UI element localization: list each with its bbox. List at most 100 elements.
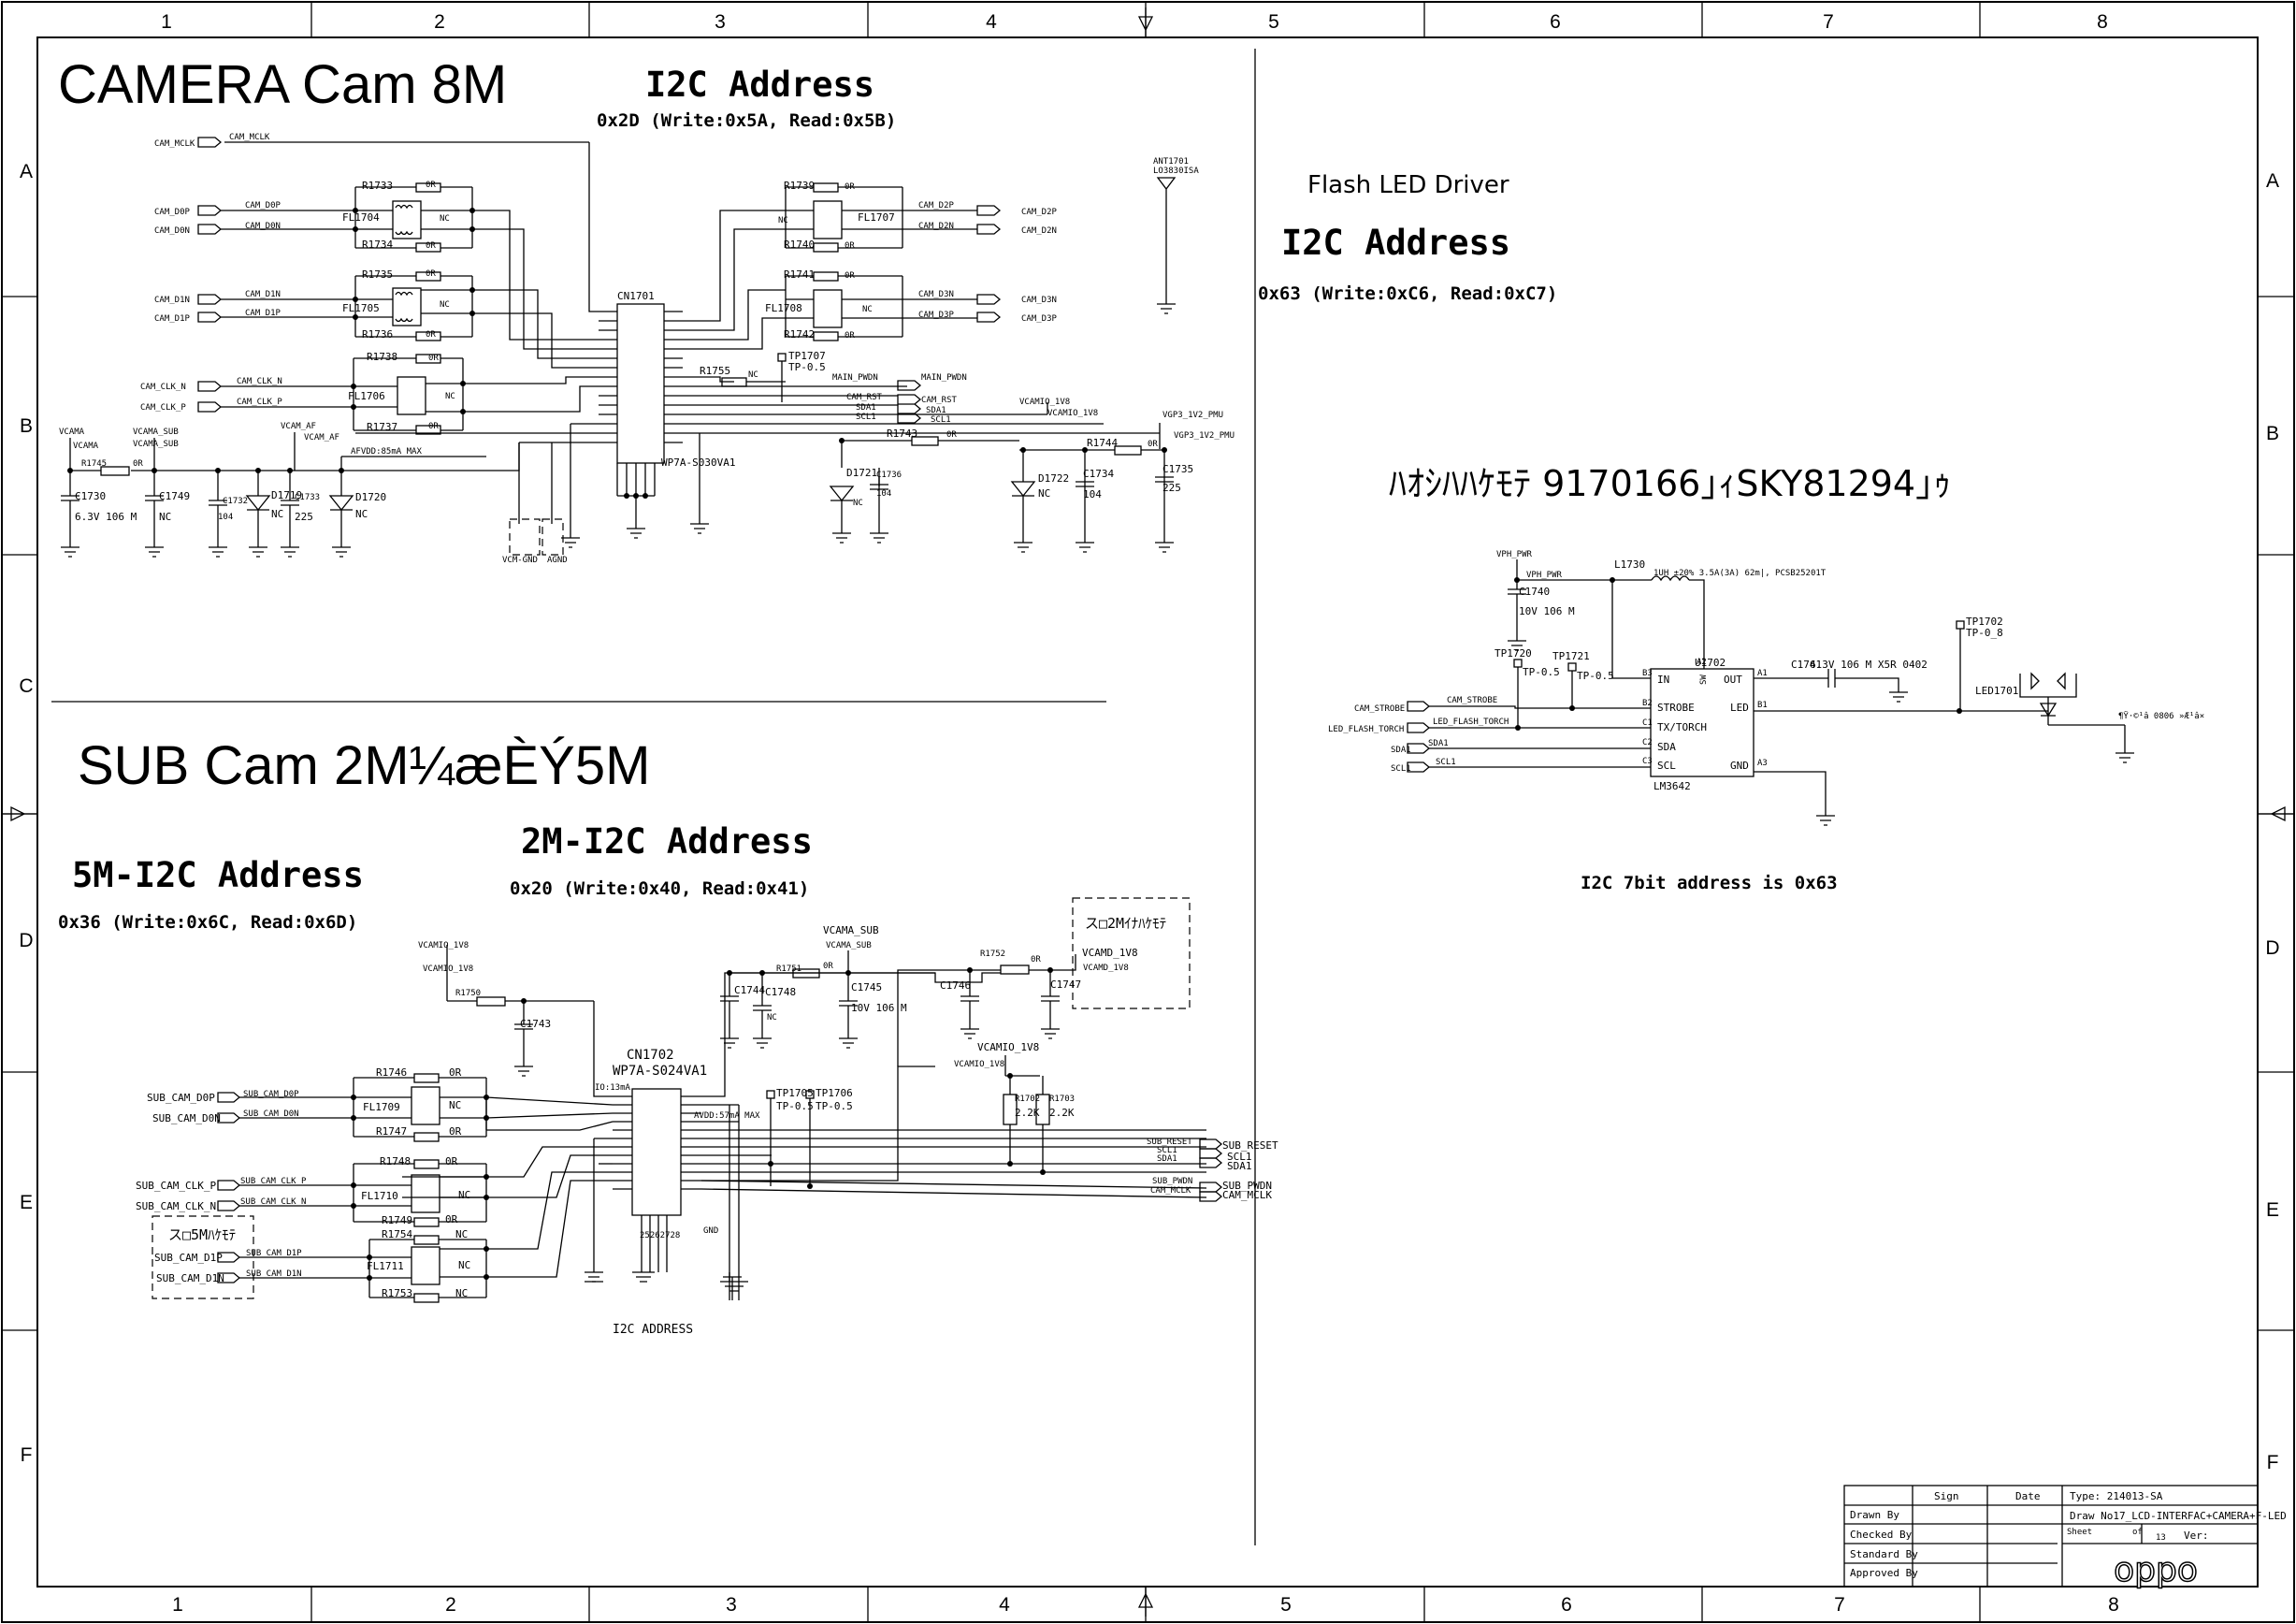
cn1702-part: WP7A-S024VA1: [613, 1064, 707, 1079]
col-label-3: 3: [715, 11, 726, 33]
flash-led-section: Flash LED Driver I2C Address 0x63 (Write…: [1258, 171, 2204, 893]
svg-text:0R: 0R: [946, 430, 957, 440]
camera-i2c-value: 0x2D (Write:0x5A, Read:0x5B): [597, 110, 896, 131]
svg-text:0R: 0R: [426, 269, 436, 279]
svg-text:¶Ÿ·©¹â 0806 »Æ¹â×: ¶Ÿ·©¹â 0806 »Æ¹â×: [2118, 711, 2204, 721]
svg-text:0R: 0R: [845, 241, 855, 251]
svg-text:LED1701: LED1701: [1975, 685, 2018, 697]
sub-i2c-address-label: I2C ADDRESS: [613, 1323, 693, 1337]
svg-text:CAM_D3N: CAM_D3N: [918, 290, 954, 299]
svg-text:1UH ±20% 3.5A(3A) 62m|, PCSB2: 1UH ±20% 3.5A(3A) 62m|, PCSB25201T: [1653, 569, 1827, 578]
svg-text:LED: LED: [1730, 702, 1749, 714]
svg-text:R1750: R1750: [455, 989, 481, 998]
col-label-2: 2: [434, 11, 445, 33]
svg-text:FL1704: FL1704: [342, 211, 380, 224]
col-label-2-bottom: 2: [445, 1594, 456, 1616]
svg-text:NC: NC: [458, 1189, 470, 1201]
svg-text:SUB_CAM_CLK_P: SUB_CAM_CLK_P: [136, 1180, 216, 1192]
svg-text:R1703: R1703: [1049, 1095, 1075, 1104]
cn1701-part: WP7A-S030VA1: [661, 457, 735, 469]
svg-text:CAM_STROBE: CAM_STROBE: [1447, 696, 1497, 705]
svg-text:R1748: R1748: [380, 1155, 411, 1167]
svg-text:C1732: C1732: [223, 497, 248, 506]
svg-text:SUB_CAM_CLK_N: SUB_CAM_CLK_N: [240, 1197, 306, 1207]
svg-text:VCAMIO_1V8: VCAMIO_1V8: [1047, 409, 1098, 418]
svg-text:R1749: R1749: [382, 1214, 412, 1226]
svg-text:CAM_D1P: CAM_D1P: [245, 309, 282, 318]
svg-text:25262728: 25262728: [640, 1231, 680, 1240]
svg-text:VCAMA_SUB: VCAMA_SUB: [826, 941, 872, 950]
svg-text:NC: NC: [159, 511, 171, 523]
svg-text:FL1711: FL1711: [367, 1260, 404, 1272]
svg-text:104: 104: [218, 513, 233, 522]
svg-text:C1744: C1744: [734, 984, 765, 996]
svg-text:FL1707: FL1707: [858, 211, 895, 224]
svg-text:GND: GND: [703, 1226, 718, 1236]
svg-text:TP-0.5: TP-0.5: [1577, 670, 1614, 682]
sub-2m-i2c-value: 0x20 (Write:0x40, Read:0x41): [510, 878, 809, 899]
svg-text:Sheet: Sheet: [2067, 1528, 2092, 1537]
svg-text:AFVDD:85mA MAX: AFVDD:85mA MAX: [351, 447, 422, 457]
svg-text:C1733: C1733: [295, 493, 320, 502]
u1702-part: LM3642: [1653, 780, 1691, 792]
svg-text:CAM_CLK_P: CAM_CLK_P: [140, 403, 186, 413]
svg-text:0R: 0R: [449, 1066, 462, 1079]
sub-cam-title: SUB Cam 2M¼æÈÝ5M: [78, 735, 650, 796]
svg-text:SDA1: SDA1: [856, 403, 876, 413]
svg-text:NC: NC: [458, 1259, 470, 1271]
svg-text:R1745: R1745: [81, 459, 107, 469]
svg-text:SUB_CAM_D1N: SUB_CAM_D1N: [156, 1272, 224, 1284]
svg-text:VCAM_AF: VCAM_AF: [281, 422, 316, 431]
row-label-e: E: [20, 1192, 33, 1213]
svg-text:Draw No17_LCD-INTERFAC+CAMERA+: Draw No17_LCD-INTERFAC+CAMERA+F-LED: [2070, 1510, 2287, 1522]
svg-text:MAIN_PWDN: MAIN_PWDN: [921, 373, 967, 383]
sub-2m-i2c-title: 2M-I2C Address: [521, 821, 813, 862]
svg-text:CAM_D0P: CAM_D0P: [154, 208, 191, 217]
flash-i2c-title: I2C Address: [1281, 223, 1510, 263]
svg-text:R1752: R1752: [980, 950, 1005, 959]
svg-text:0R: 0R: [845, 331, 855, 341]
svg-text:CAM_D1P: CAM_D1P: [154, 314, 191, 324]
svg-text:C1743: C1743: [520, 1018, 551, 1030]
svg-text:A3: A3: [1757, 759, 1768, 768]
svg-text:SUB_RESET: SUB_RESET: [1147, 1138, 1192, 1147]
col-label-3-bottom: 3: [726, 1594, 737, 1616]
sub-cam-section: SUB Cam 2M¼æÈÝ5M 5M-I2C Address 0x36 (Wr…: [58, 735, 1278, 1337]
svg-text:R1751: R1751: [776, 964, 801, 974]
svg-text:FL1706: FL1706: [348, 390, 385, 402]
svg-text:SCL1: SCL1: [1157, 1146, 1177, 1155]
fl1707-filter: R1739 R1740 0R 0R FL1707 NC CAM_D2P CAM_…: [778, 180, 1058, 253]
svg-text:CAM_D2P: CAM_D2P: [918, 201, 955, 210]
svg-text:R1753: R1753: [382, 1287, 412, 1299]
row-label-a-right: A: [2266, 170, 2279, 192]
row-label-d: D: [19, 930, 33, 951]
col-label-7-bottom: 7: [1834, 1594, 1845, 1616]
svg-text:C1741: C1741: [1791, 659, 1822, 671]
svg-text:0R: 0R: [845, 182, 855, 192]
row-label-f-right: F: [2267, 1452, 2279, 1473]
svg-text:0R: 0R: [426, 241, 436, 251]
svg-text:0R: 0R: [426, 181, 436, 190]
svg-text:CAM_D0N: CAM_D0N: [154, 226, 190, 236]
svg-text:VGP3_1V2_PMU: VGP3_1V2_PMU: [1162, 411, 1223, 420]
svg-text:VCAMD_1V8: VCAMD_1V8: [1082, 947, 1138, 959]
svg-text:B3: B3: [1642, 669, 1653, 678]
svg-text:NC: NC: [445, 392, 455, 401]
title-block: Sign Date Type: 214013-SA Drawn By Draw …: [1843, 1485, 2287, 1590]
svg-text:10V 106 M: 10V 106 M: [1519, 605, 1575, 617]
svg-text:SCL1: SCL1: [931, 415, 951, 425]
svg-text:B2: B2: [1642, 699, 1653, 708]
camera-8m-section: CAMERA Cam 8M I2C Address 0x2D (Write:0x…: [58, 54, 1235, 565]
svg-text:SW: SW: [1699, 674, 1709, 685]
fl1704-filter: CAM_D0P CAM_D0N CAM_D0P CAM_D0N R1733 R1…: [154, 180, 475, 253]
svg-text:6.3V 106 M: 6.3V 106 M: [75, 511, 137, 523]
svg-text:CAM_D3N: CAM_D3N: [1021, 296, 1057, 305]
svg-text:225: 225: [1162, 482, 1181, 494]
svg-text:GND: GND: [1730, 760, 1749, 772]
svg-text:CAM_CLK_N: CAM_CLK_N: [237, 377, 282, 386]
svg-text:0R: 0R: [445, 1155, 458, 1167]
sub-5m-i2c-value: 0x36 (Write:0x6C, Read:0x6D): [58, 912, 357, 933]
svg-text:TP-0.5: TP-0.5: [776, 1100, 814, 1112]
svg-text:R1737: R1737: [367, 421, 397, 433]
cn1701-ref: CN1701: [617, 290, 655, 302]
